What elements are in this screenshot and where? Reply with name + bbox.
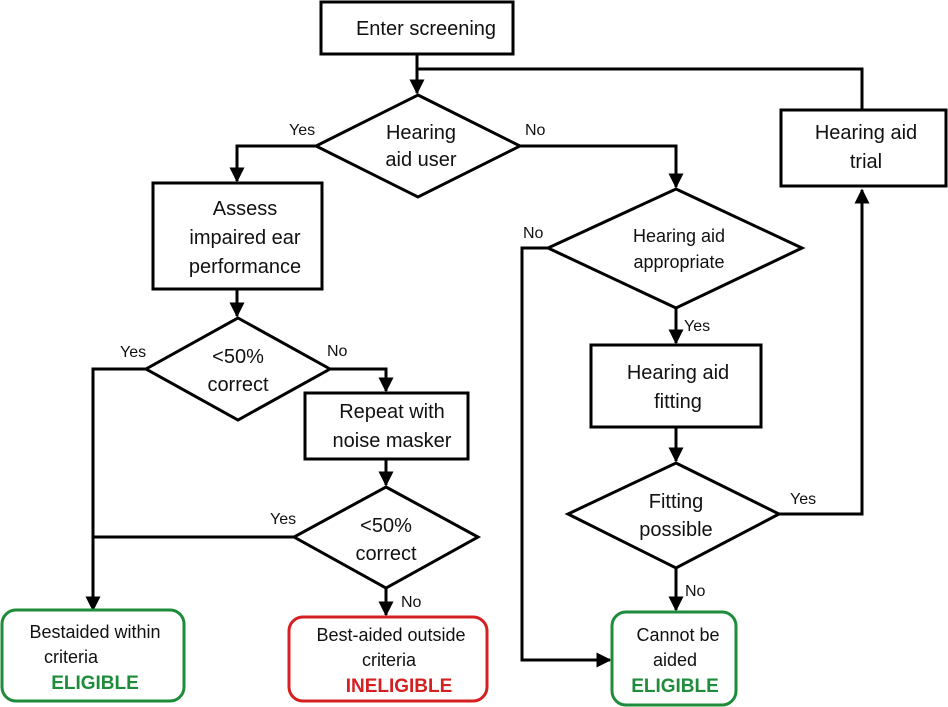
repeat-label-2: noise masker — [333, 430, 452, 452]
hearing-aid-user-label-1: Hearing — [386, 122, 456, 144]
possible-label-1: Fitting — [649, 491, 703, 513]
outside-label-1: Best-aided outside — [316, 625, 465, 645]
arrow-c1-yes — [85, 367, 146, 612]
label-c1-yes: Yes — [120, 344, 146, 361]
label-c2-yes: Yes — [270, 511, 296, 528]
repeat-label-1: Repeat with — [339, 401, 445, 423]
correct-decision-2: <50% correct — [290, 485, 482, 590]
label-possible-no: No — [685, 583, 706, 600]
edge-labels: Yes No No Yes Yes No Yes No Yes No — [120, 122, 816, 611]
cannot-label-1: Cannot be — [636, 625, 719, 645]
outcome-within-criteria: Bestaided within criteria ELIGIBLE — [0, 608, 186, 703]
arrow-user-no — [520, 144, 684, 189]
within-label-2: criteria — [44, 647, 99, 667]
appropriate-label-1: Hearing aid — [633, 226, 725, 246]
arrow-approp-no — [520, 246, 612, 668]
assess-label-1: Assess — [213, 198, 277, 220]
trial-label-1: Hearing aid — [815, 122, 917, 144]
label-user-no: No — [525, 122, 546, 139]
possible-label-2: possible — [639, 519, 712, 541]
correct-decision-1: <50% correct — [142, 316, 334, 422]
hearing-aid-appropriate-decision: Hearing aid appropriate — [544, 187, 806, 310]
correct-decision-1-label-2: correct — [207, 374, 269, 396]
outcome-outside-criteria: Best-aided outside criteria INELIGIBLE — [287, 615, 489, 703]
enter-screening-box: Enter screening — [319, 0, 515, 56]
outside-label-2: criteria — [362, 650, 417, 670]
fitting-label-1: Hearing aid — [627, 362, 729, 384]
repeat-noise-masker-box: Repeat with noise masker — [303, 391, 470, 461]
hearing-aid-fitting-box: Hearing aid fitting — [589, 343, 763, 429]
appropriate-label-2: appropriate — [633, 252, 724, 272]
enter-screening-label: Enter screening — [356, 18, 496, 40]
within-label-1: Bestaided within — [29, 622, 160, 642]
cannot-status: ELIGIBLE — [631, 676, 719, 697]
arrow-c1-no — [330, 367, 394, 393]
arrow-possible-yes — [779, 188, 870, 516]
outcome-cannot-be-aided: Cannot be aided ELIGIBLE — [610, 610, 738, 707]
hearing-aid-user-decision: Hearing aid user — [312, 93, 524, 199]
assess-box: Assess impaired ear performance — [151, 181, 324, 291]
within-status: ELIGIBLE — [51, 673, 139, 694]
outside-status: INELIGIBLE — [346, 676, 453, 697]
hearing-aid-user-label-2: aid user — [385, 149, 456, 171]
correct-decision-1-label-1: <50% — [212, 346, 264, 368]
label-approp-yes: Yes — [684, 318, 710, 335]
cannot-label-2: aided — [653, 650, 697, 670]
label-user-yes: Yes — [289, 122, 315, 139]
assess-label-3: performance — [189, 256, 301, 278]
trial-label-2: trial — [850, 151, 882, 173]
label-c1-no: No — [327, 343, 348, 360]
label-approp-no: No — [523, 225, 544, 242]
assess-label-2: impaired ear — [189, 227, 301, 249]
connectors — [85, 54, 870, 668]
correct-decision-2-label-2: correct — [355, 543, 417, 565]
fitting-label-2: fitting — [654, 391, 702, 413]
hearing-aid-trial-box: Hearing aid trial — [779, 108, 948, 188]
fitting-possible-decision: Fitting possible — [564, 461, 783, 570]
label-possible-yes: Yes — [790, 491, 816, 508]
label-c2-no: No — [401, 594, 422, 611]
line-trial-return — [417, 67, 864, 110]
correct-decision-2-label-1: <50% — [360, 515, 412, 537]
arrow-user-yes — [229, 144, 316, 183]
